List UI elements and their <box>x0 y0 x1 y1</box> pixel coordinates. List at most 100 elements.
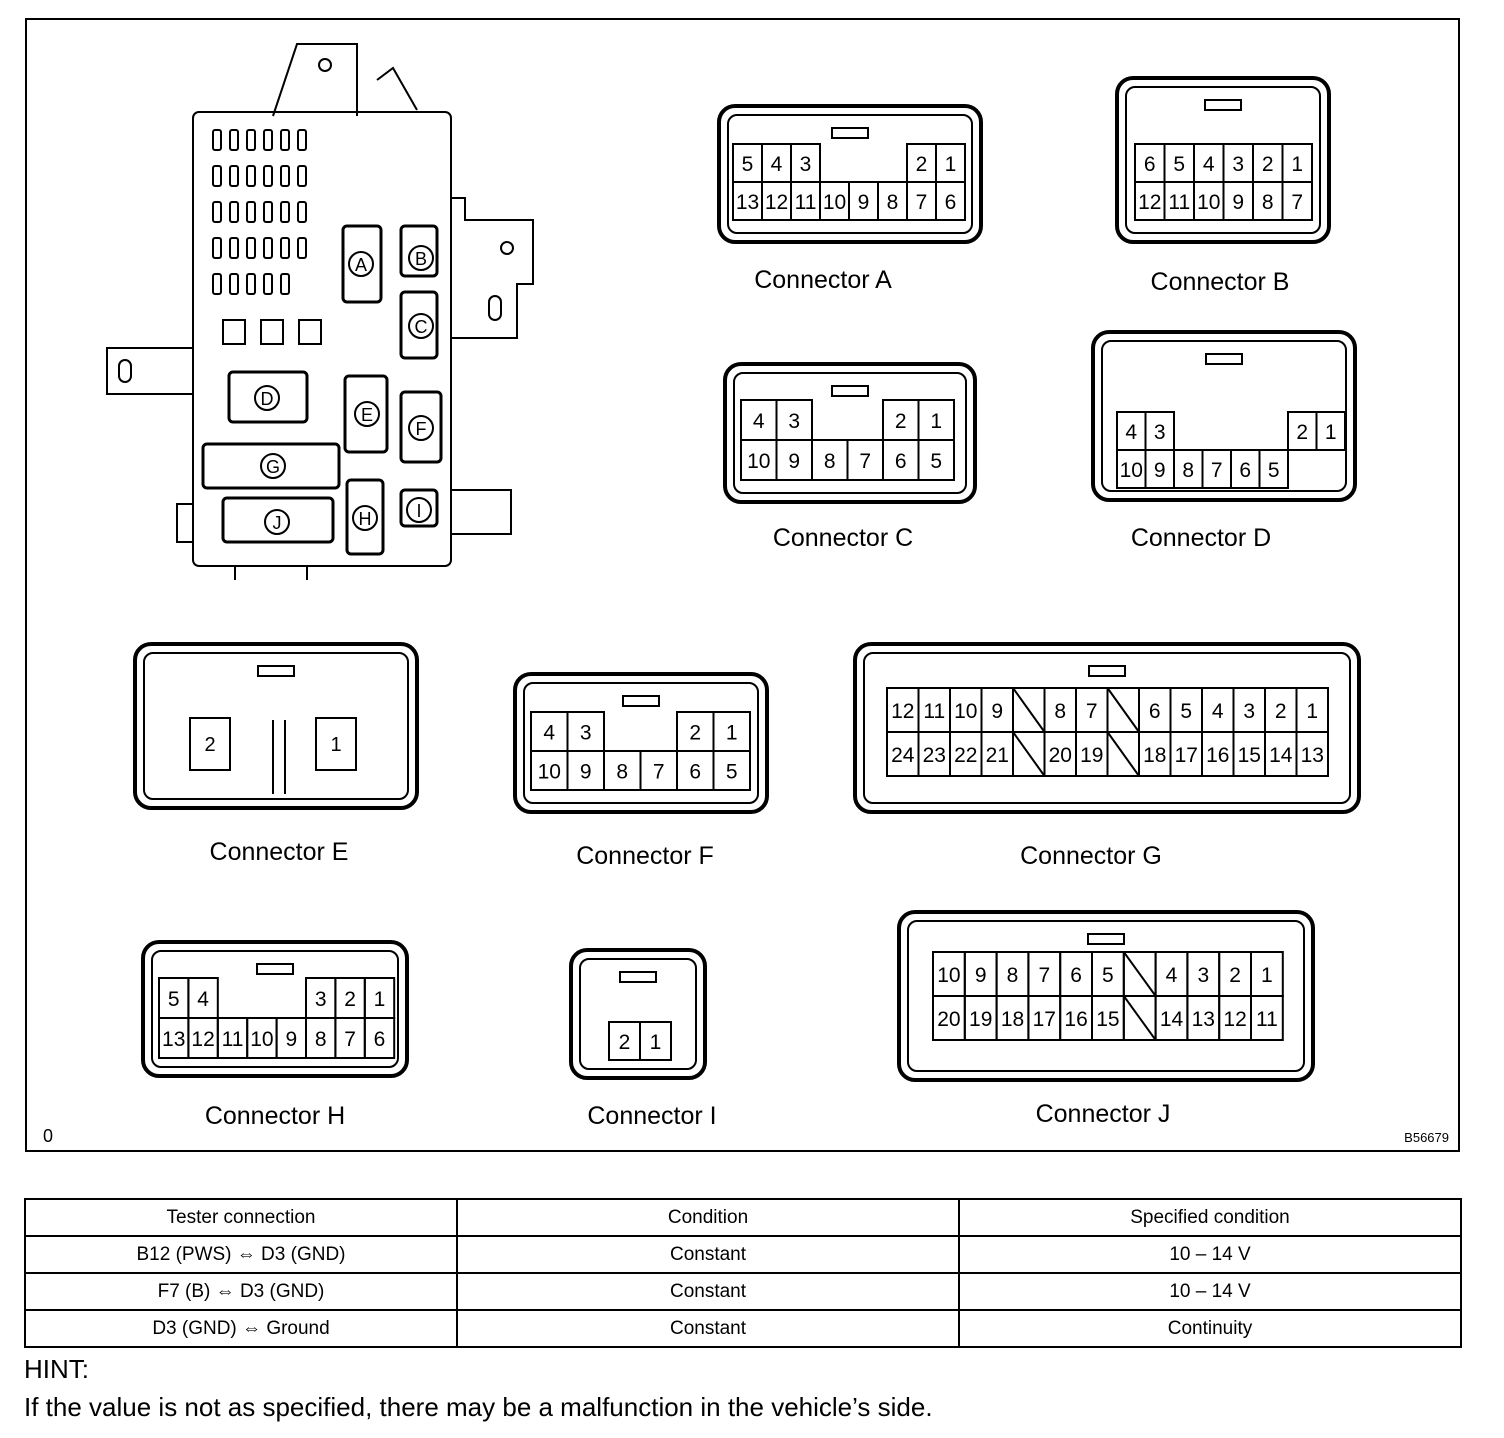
fuse-slot <box>212 201 222 223</box>
blank-cell-slash <box>1122 951 1157 997</box>
blank-cell-slash <box>1012 687 1046 733</box>
connector-housing <box>569 948 707 1080</box>
pin-number: 3 <box>1232 153 1244 176</box>
fuse-slot <box>297 201 307 223</box>
pin-number: 7 <box>859 450 871 473</box>
junction-socket <box>399 488 439 528</box>
connector-latch <box>831 385 869 397</box>
mounting-hole <box>500 241 514 255</box>
pin-number: 4 <box>1125 421 1137 444</box>
fuse-slot <box>229 237 239 259</box>
fuse-slot <box>263 237 273 259</box>
pin-number: 5 <box>1180 700 1192 723</box>
pin-cell <box>1315 411 1346 451</box>
pin-number: 9 <box>285 1028 297 1051</box>
pin-cell <box>639 1021 672 1061</box>
fuse-slot <box>246 129 256 151</box>
connector-housing <box>513 672 769 814</box>
pin-number: 17 <box>1033 1008 1056 1031</box>
pin-number: 8 <box>1007 964 1019 987</box>
socket-letter: F <box>416 419 427 439</box>
socket-circle <box>264 509 290 535</box>
pin-number: 8 <box>1054 700 1066 723</box>
pin-number: 12 <box>891 700 914 723</box>
mounting-slot <box>118 359 132 383</box>
junction-block-body <box>192 111 452 567</box>
blank-cell-slash <box>1106 687 1140 733</box>
pin-number: 3 <box>1154 421 1166 444</box>
pin-number: 2 <box>344 988 356 1011</box>
pin-number: 10 <box>823 191 846 214</box>
pin-number: 1 <box>726 722 738 745</box>
pin-number: 23 <box>923 744 946 767</box>
table-row: B12 (PWS) ⇔ D3 (GND) Constant 10 – 14 V <box>24 1235 1462 1274</box>
cell-tester-connection: B12 (PWS) ⇔ D3 (GND) <box>24 1235 458 1274</box>
fuse-slot <box>212 165 222 187</box>
fuse-slot <box>246 237 256 259</box>
pin-number: 14 <box>1160 1008 1184 1031</box>
pin-number: 13 <box>1301 744 1324 767</box>
side-bracket <box>106 347 193 395</box>
cell-condition: Constant <box>456 1309 960 1348</box>
pin-number: 5 <box>726 761 738 784</box>
connector-housing <box>1091 330 1357 502</box>
mounting-clip <box>376 66 418 111</box>
connector-label: Connector E <box>210 838 349 866</box>
side-bracket <box>451 197 534 339</box>
socket-letter: J <box>273 513 282 533</box>
pin-number: 1 <box>930 410 942 433</box>
connector-inner-wall <box>907 920 1305 1072</box>
connector-latch <box>622 695 660 707</box>
fuse-slot <box>280 165 290 187</box>
connector-inner-wall <box>733 372 967 494</box>
pin-number: 20 <box>937 1008 960 1031</box>
cell-specified-condition: 10 – 14 V <box>958 1235 1462 1274</box>
cell-tester-connection: D3 (GND) ⇔ Ground <box>24 1309 458 1348</box>
junction-socket <box>399 390 443 464</box>
pin-number: 8 <box>824 450 836 473</box>
pin-number: 9 <box>991 700 1003 723</box>
connector-latch <box>1205 353 1243 365</box>
cell-condition: Constant <box>456 1235 960 1274</box>
pin-number: 2 <box>619 1031 631 1054</box>
fuse-slot <box>246 273 256 295</box>
connector-label: Connector G <box>1020 842 1162 870</box>
pin-number: 6 <box>1144 153 1156 176</box>
pin-number: 8 <box>1182 459 1194 482</box>
blank-cell-slash <box>1106 731 1140 777</box>
connector-latch <box>1088 665 1126 677</box>
connector-latch <box>619 971 657 983</box>
pin-cell <box>189 717 231 771</box>
pin-number: 20 <box>1049 744 1072 767</box>
pin-number: 7 <box>1086 700 1098 723</box>
blank-cell-slash <box>1122 995 1157 1041</box>
connector-label: Connector H <box>205 1102 345 1130</box>
pin-number: 7 <box>1211 459 1223 482</box>
fuse-slot <box>280 129 290 151</box>
fuse-slot <box>229 273 239 295</box>
pin-number: 3 <box>1197 964 1209 987</box>
pin-cell <box>712 750 751 791</box>
pin-number: 1 <box>1325 421 1337 444</box>
pin-number: 4 <box>1212 700 1224 723</box>
side-tab <box>176 503 193 543</box>
connector-housing <box>133 642 419 810</box>
pin-number: 12 <box>765 191 788 214</box>
pin-number: 11 <box>923 700 945 723</box>
pin-number: 18 <box>1001 1008 1024 1031</box>
socket-circle <box>352 505 378 531</box>
pin-cell <box>1295 731 1329 777</box>
pin-number: 6 <box>1149 700 1161 723</box>
pin-number: 4 <box>753 410 765 433</box>
pin-number: 1 <box>1261 964 1273 987</box>
pin-number: 4 <box>1203 153 1215 176</box>
pin-number: 7 <box>916 191 928 214</box>
pin-number: 2 <box>1262 153 1274 176</box>
pin-number: 2 <box>895 410 907 433</box>
connector-housing <box>723 362 977 504</box>
